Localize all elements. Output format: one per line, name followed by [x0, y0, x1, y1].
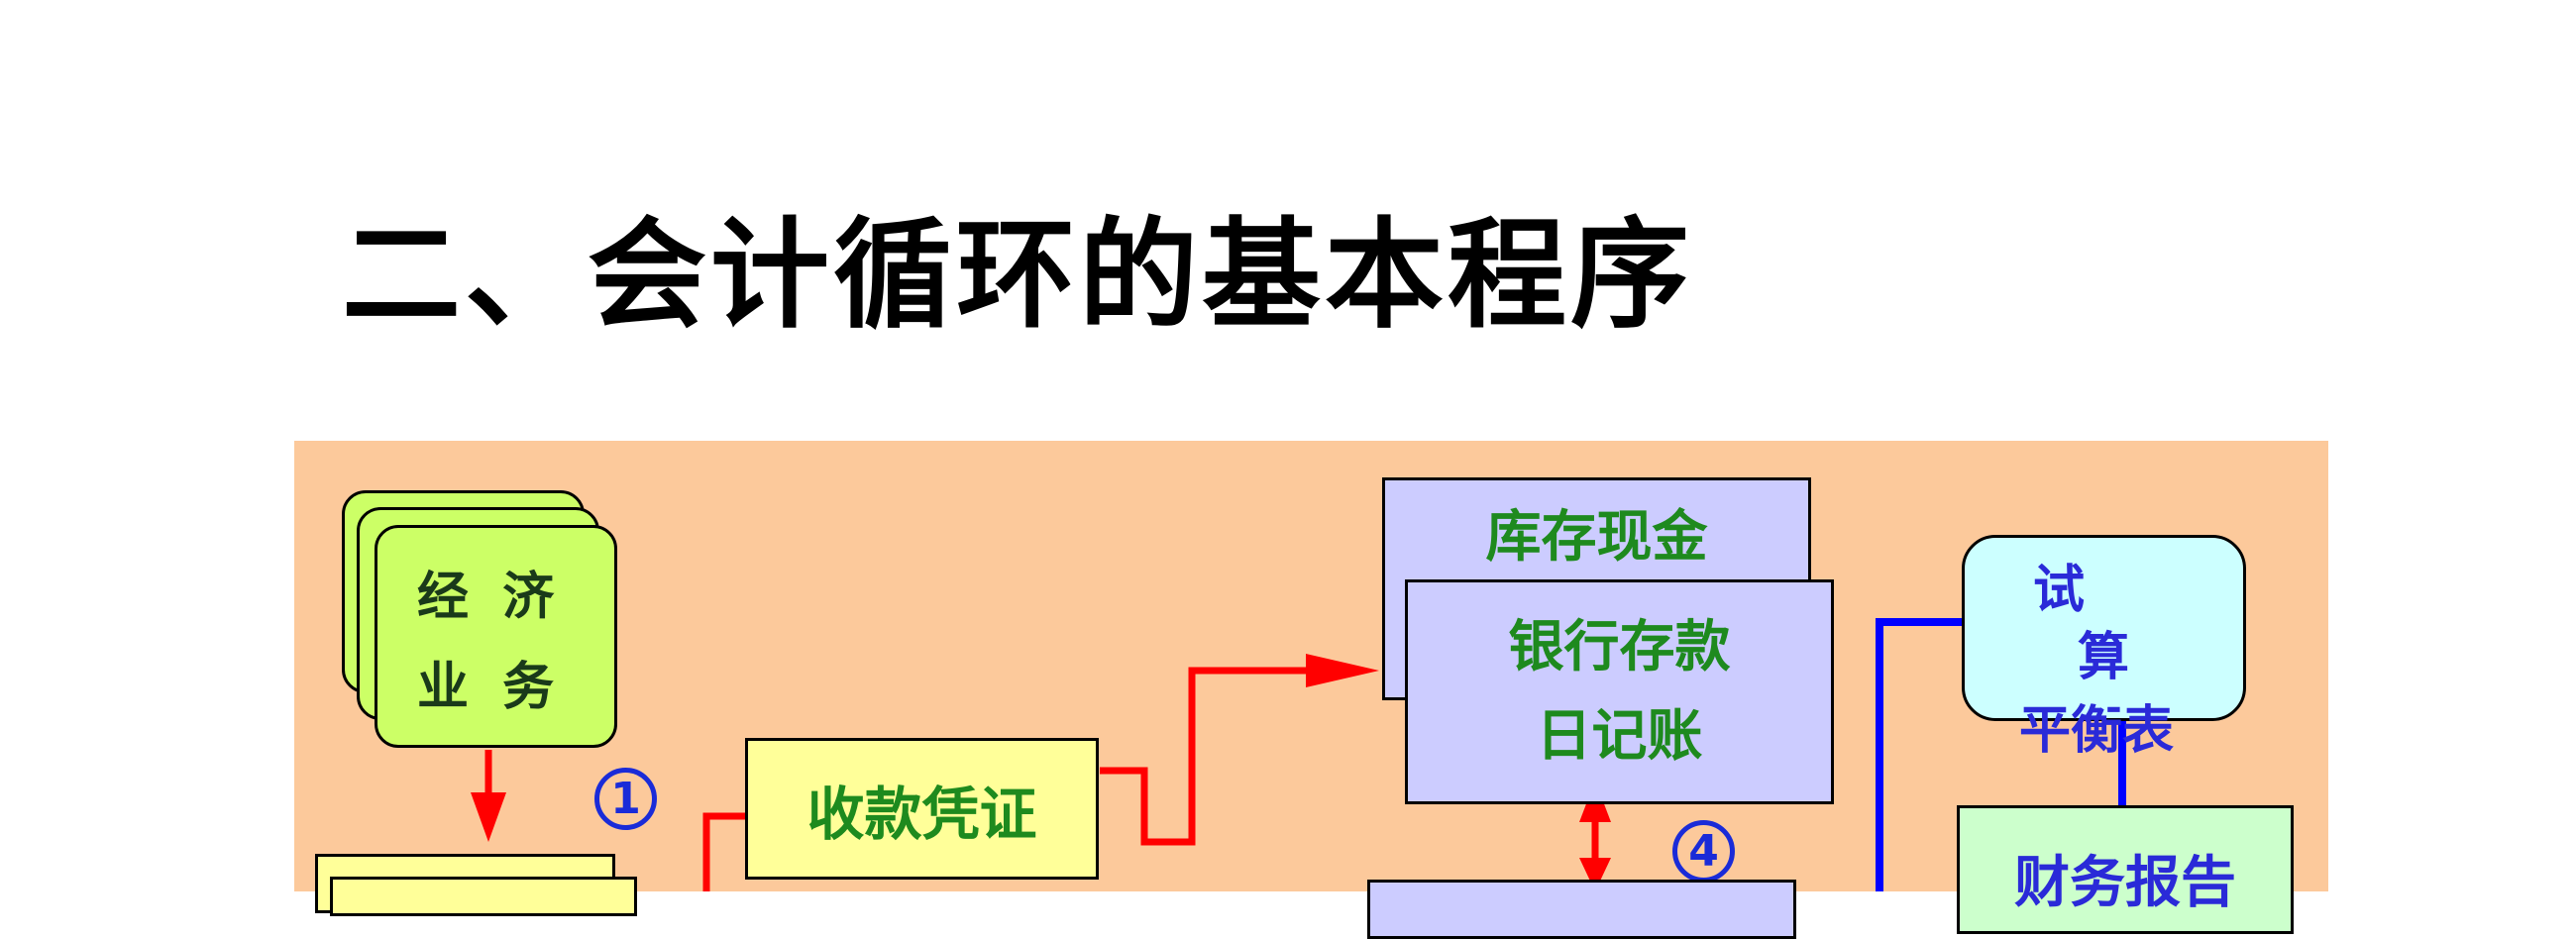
- trial-balance-line2: 算: [2078, 628, 2130, 687]
- business-label-line1: 经 济: [417, 568, 563, 627]
- bank-journal-line1: 银行存款: [1508, 614, 1731, 679]
- financial-report-box: 财务报告: [1957, 805, 2294, 934]
- arrow-right-icon: [1306, 654, 1379, 687]
- trial-balance-line1: 试: [2033, 561, 2086, 620]
- bank-journal-box: 银行存款 日记账: [1405, 579, 1834, 804]
- trial-balance-line3: 平衡表: [2019, 701, 2175, 761]
- ledger-box: [1367, 880, 1796, 939]
- step-4-marker: 4: [1672, 820, 1735, 883]
- cash-journal-label: 库存现金: [1485, 505, 1708, 570]
- arrow-down-icon-2: [1579, 858, 1611, 891]
- arrow-down-icon: [471, 792, 506, 842]
- connector-to-trial-balance: [1876, 618, 1962, 891]
- business-label-line2: 业 务: [417, 658, 563, 717]
- connector-to-receipt-voucher: [702, 812, 745, 891]
- receipt-voucher-box: 收款凭证: [745, 738, 1099, 880]
- voucher-stack-card-front: [330, 877, 637, 916]
- financial-report-label: 财务报告: [2014, 851, 2236, 915]
- flow-connectors: [471, 618, 2126, 891]
- step-1-marker: 1: [594, 768, 657, 830]
- page-title: 二、会计循环的基本程序: [342, 205, 1693, 345]
- connector-voucher-to-journal: [1100, 667, 1318, 846]
- bank-journal-line2: 日记账: [1536, 703, 1703, 769]
- economic-business-card: 经 济 业 务: [375, 525, 617, 748]
- trial-balance-box: [1962, 535, 2246, 721]
